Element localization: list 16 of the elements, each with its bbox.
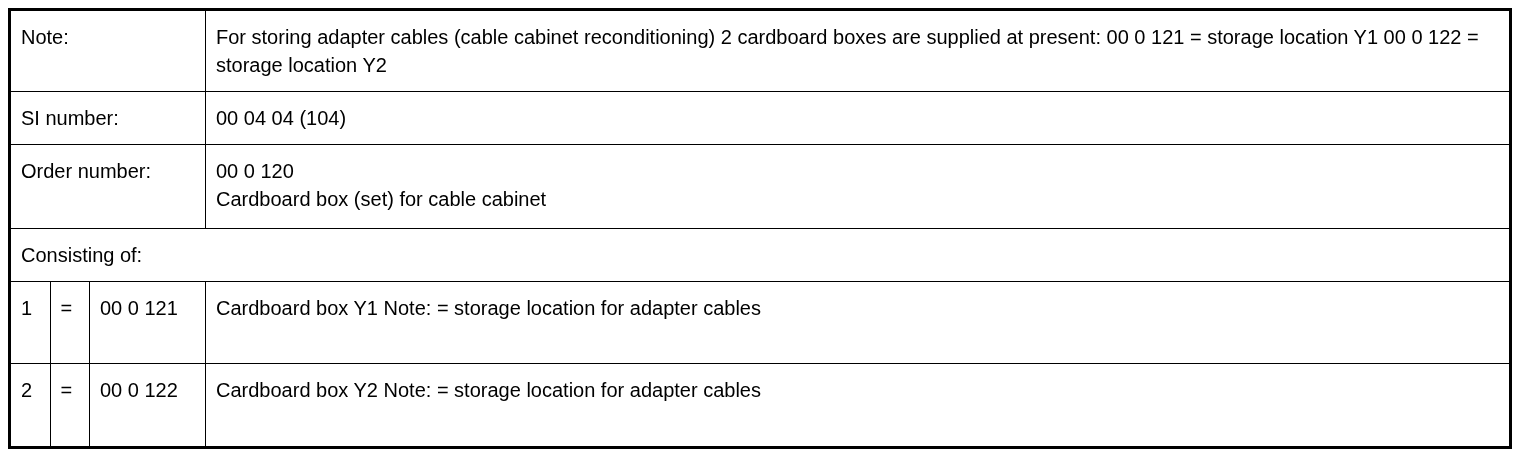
field-value: 00 0 120 <box>216 159 294 184</box>
field-label: Order number: <box>21 159 152 184</box>
item-number: 1 <box>21 296 33 321</box>
equals-sign: = <box>60 296 73 321</box>
item-number: 2 <box>21 378 33 403</box>
field-value: Cardboard box (set) for cable cabinet <box>216 187 547 212</box>
field-label: SI number: <box>21 106 119 131</box>
part-description: Cardboard box Y1 Note: = storage location for adapter cables <box>216 296 761 321</box>
field-label: Note: <box>21 25 69 50</box>
field-value: 00 04 04 (104) <box>216 106 347 131</box>
section-heading: Consisting of: <box>21 243 143 268</box>
equals-sign: = <box>60 378 73 403</box>
part-description: Cardboard box Y2 Note: = storage location for adapter cables <box>216 378 761 403</box>
part-number: 00 0 121 <box>99 296 178 321</box>
note-text: For storing adapter cables (cable cabinet reconditioning) 2 cardboard boxes are supplied at present: 00 0 121 = storage location Y1 00 0 122 = storage location Y2 <box>216 25 1480 78</box>
part-number: 00 0 122 <box>99 378 178 403</box>
